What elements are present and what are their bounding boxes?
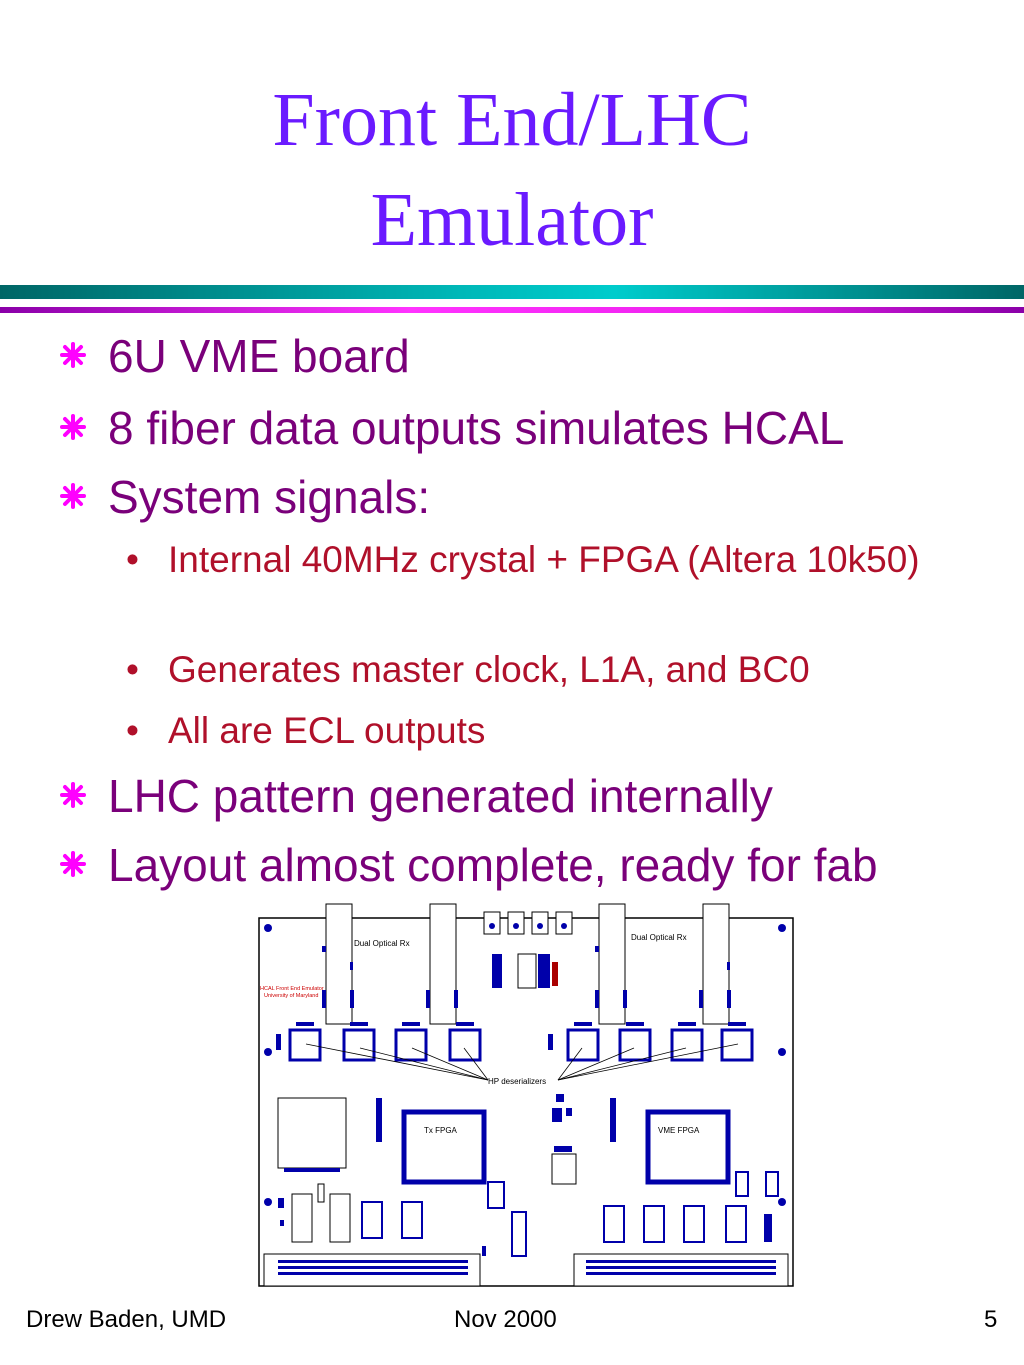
optical-receiver-pins [322,946,731,1008]
tx-fpga-label: Tx FPGA [424,1126,458,1135]
decoupling-caps [276,1022,746,1050]
center-small-parts [552,1094,572,1152]
title-line-2: Emulator [370,178,654,262]
left-small-parts [278,1198,772,1256]
asterisk-bullet-icon [60,782,86,808]
top-connector-pins [489,923,567,989]
hp-deserializers-label: HP deserializers [488,1077,546,1086]
asterisk-bullet-icon [60,851,86,877]
left-capacitors [291,1183,351,1243]
deserializer-chips [288,1028,754,1062]
rx-right-label: Dual Optical Rx [631,933,687,942]
bullet-dot: • [126,710,139,751]
center-parts [551,1098,616,1185]
footer-page-number: 5 [984,1306,998,1333]
bottom-connectors [263,1253,789,1287]
vme-fpga-label: VME FPGA [658,1126,700,1135]
sub-bullet-text: All are ECL outputs [168,710,486,751]
pcb-layout-diagram: Dual Optical Rx Dual Optical Rx HCAL Fro… [258,903,794,1287]
fpga-chips [401,1109,731,1185]
optical-receivers [325,903,730,1025]
deserializer-arrows [305,1043,739,1081]
bullet-text: 6U VME board [108,330,410,382]
bullet-dot: • [126,649,139,690]
bottom-connector-pins [278,1260,776,1275]
footer-author: Drew Baden, UMD [26,1306,227,1333]
sub-bullet-text: Internal 40MHz crystal + FPGA (Altera 10… [168,539,920,580]
slide-title: Front End/LHC Emulator [0,70,1024,270]
footer-date: Nov 2000 [454,1306,557,1333]
title-line-1: Front End/LHC [272,78,752,162]
mounting-holes [264,924,786,1206]
board-name-line-2: University of Maryland [264,993,318,999]
bullet-text: LHC pattern generated internally [108,770,773,822]
lower-ics [361,1171,779,1257]
bullet-text: System signals: [108,471,431,523]
asterisk-bullet-icon [60,483,86,509]
title-divider-teal [0,285,1024,299]
rx-left-label: Dual Optical Rx [354,939,410,948]
bullet-dot: • [126,539,139,580]
bullet-text: 8 fiber data outputs simulates HCAL [108,402,845,454]
title-divider-magenta [0,307,1024,313]
sub-bullet-text: Generates master clock, L1A, and BC0 [168,649,810,690]
bullet-text: Layout almost complete, ready for fab [108,839,878,891]
left-module [277,1097,347,1169]
left-module-pins [284,1098,382,1172]
board-name-line-1: HCAL Front End Emulator [260,986,324,992]
asterisk-bullet-icon [60,342,86,368]
asterisk-bullet-icon [60,414,86,440]
